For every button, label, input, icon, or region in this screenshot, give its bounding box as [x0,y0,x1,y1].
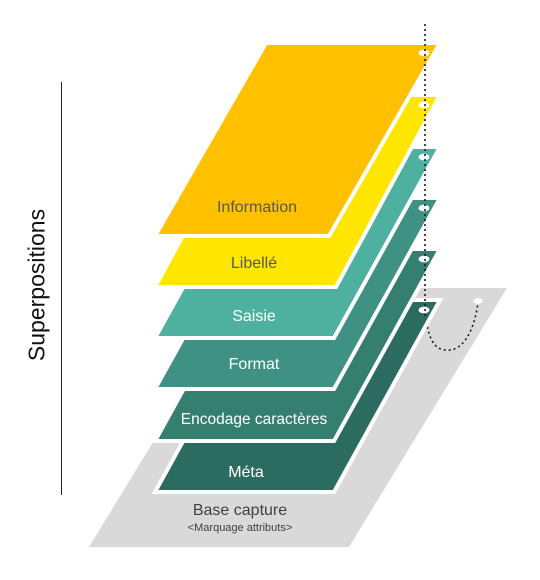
layer-meta-anchor-dot [418,306,430,314]
layer-encodage-anchor-dot [418,255,430,263]
layer-libelle-anchor-dot [418,101,430,109]
layer-format-anchor-dot [418,204,430,212]
layers-group: Méta Encodage caractères Format Saisie Libel… [151,41,444,494]
layer-libelle-label: Libellé [231,255,277,272]
layer-format-label: Format [229,356,280,373]
layer-saisie-anchor-dot [418,153,430,161]
layer-meta-label: Méta [228,464,264,481]
side-divider-line [61,82,62,495]
layer-information-anchor-dot [418,49,430,57]
base-anchor-dot [472,297,484,305]
base-connector-curve [424,301,479,351]
layer-information-plane [151,41,444,238]
layer-encodage-label: Encodage caractères [181,411,328,428]
layer-information-label: Information [217,199,297,216]
base-capture-subtitle: <Marquage attributs> [188,522,293,534]
base-capture-title: Base capture [193,502,287,519]
layer-saisie-label: Saisie [232,308,276,325]
